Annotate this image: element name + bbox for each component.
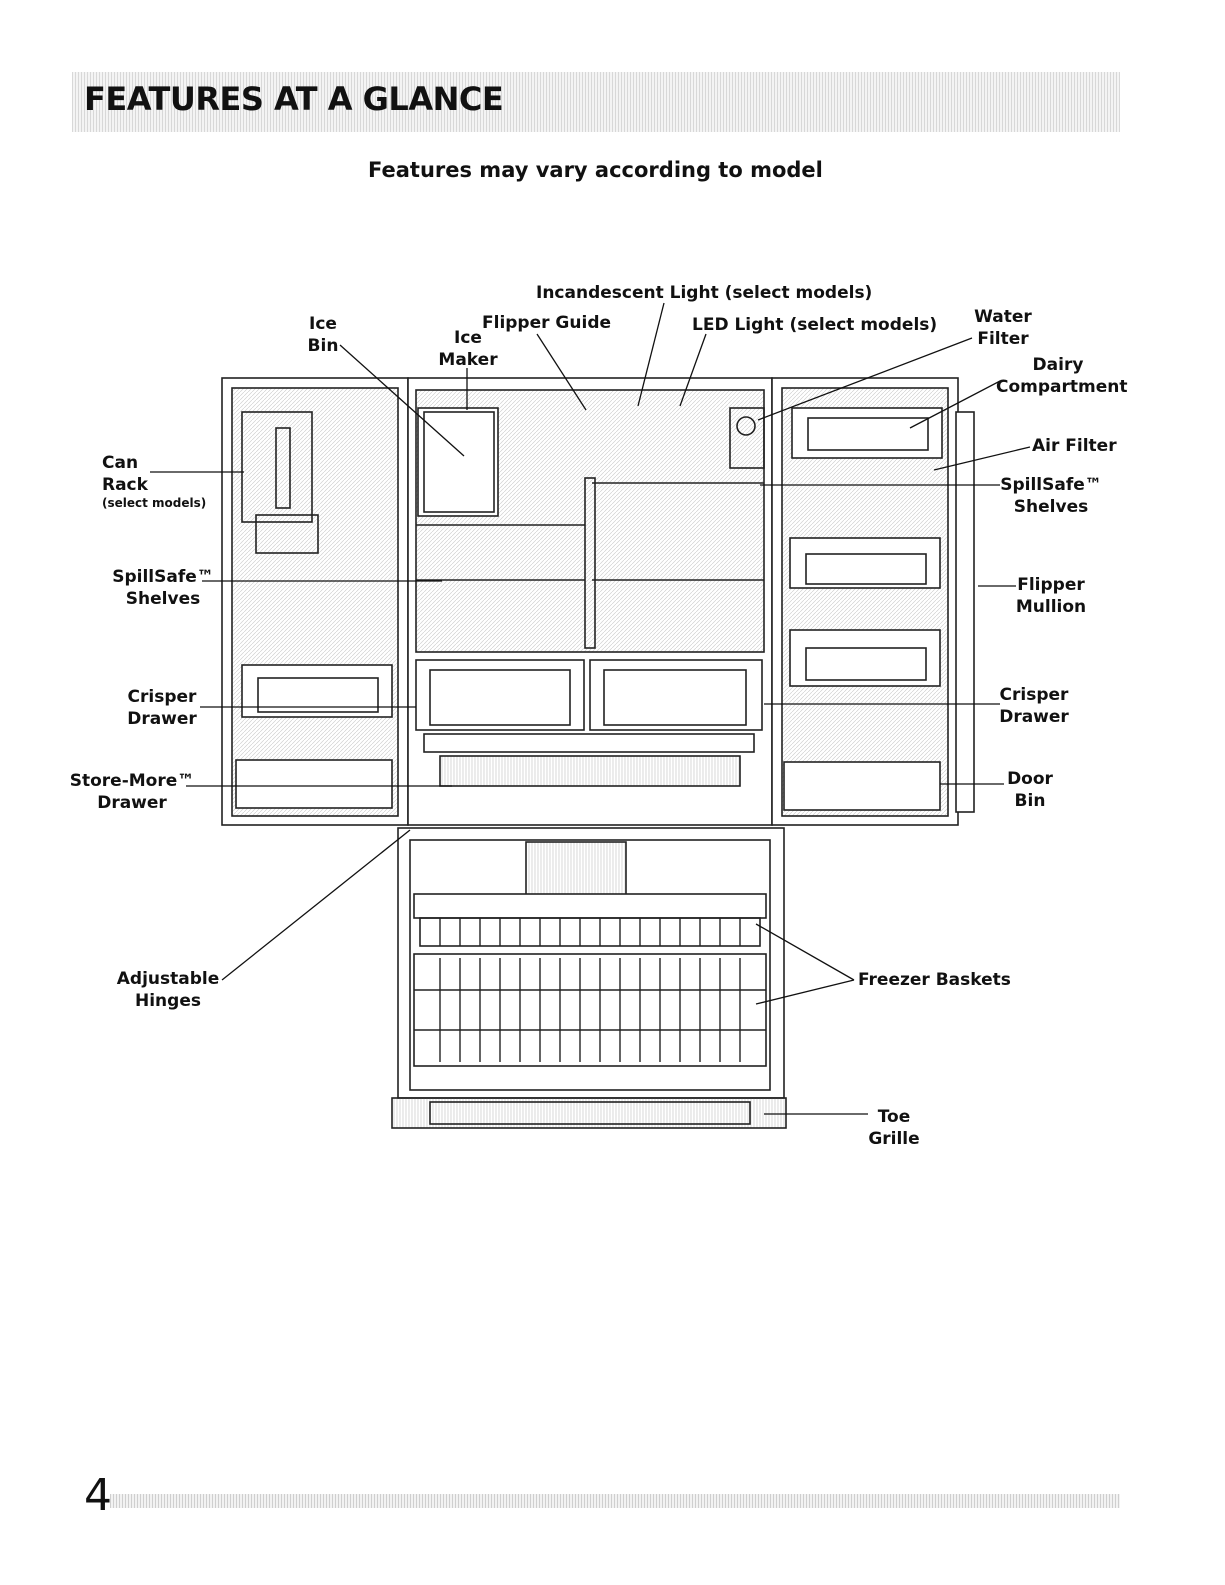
store-more-line1: Store-More™ <box>69 771 195 791</box>
door-bin-line1: Door <box>1007 769 1053 789</box>
page-number: 4 <box>84 1470 112 1521</box>
crisper-left-line2: Drawer <box>127 709 197 729</box>
footer-bar <box>110 1494 1120 1508</box>
water-filter-label-line2: Filter <box>977 329 1029 349</box>
toe-grille-line2: Grille <box>868 1129 920 1149</box>
left-door <box>221 377 409 826</box>
freezer-basket-grid <box>414 918 766 1062</box>
store-more-drawer-label: Store-More™ Drawer <box>66 770 198 814</box>
led-light-label: LED Light (select models) <box>692 315 938 335</box>
flipper-mullion-label: Flipper Mullion <box>1012 574 1090 618</box>
store-more-line2: Drawer <box>97 793 167 813</box>
ice-maker-label-line2: Maker <box>438 350 498 370</box>
dairy-compartment-label: Dairy Compartment <box>996 354 1128 398</box>
adjustable-hinges-label: Adjustable Hinges <box>114 968 222 1012</box>
toe-grille-label: Toe Grille <box>866 1106 922 1150</box>
water-filter-label: Water Filter <box>970 306 1036 350</box>
ice-maker-label-line1: Ice <box>454 328 482 348</box>
spillsafe-left-line2: Shelves <box>125 589 201 609</box>
flipper-mullion-line2: Mullion <box>1015 597 1087 617</box>
crisper-right-line1: Crisper <box>999 685 1069 705</box>
toe-grille-line1: Toe <box>877 1107 911 1127</box>
door-bin-label: Door Bin <box>1002 768 1058 812</box>
dairy-compartment-label-line1: Dairy <box>1032 355 1084 375</box>
page-subtitle: Features may vary according to model <box>368 158 823 182</box>
spillsafe-shelves-left-label: SpillSafe™ Shelves <box>110 566 216 610</box>
ice-bin-label-line1: Ice <box>309 314 337 334</box>
spillsafe-right-line1: SpillSafe™ <box>1000 475 1102 495</box>
spillsafe-shelves-right-label: SpillSafe™ Shelves <box>998 474 1104 518</box>
spillsafe-right-line2: Shelves <box>1013 497 1089 517</box>
header-bar <box>72 72 1120 132</box>
crisper-right-line2: Drawer <box>999 707 1069 727</box>
incandescent-light-label: Incandescent Light (select models) <box>536 283 873 303</box>
freezer-baskets-label: Freezer Baskets <box>858 970 1011 990</box>
spillsafe-left-line1: SpillSafe™ <box>112 567 214 587</box>
ice-bin-label-line2: Bin <box>307 336 339 356</box>
ice-bin-label: Ice Bin <box>306 313 340 357</box>
freezer-compartment <box>391 827 787 1129</box>
flipper-mullion-line1: Flipper <box>1017 575 1085 595</box>
can-rack-label: Can Rack (select models) <box>102 452 206 511</box>
fresh-food-compartment <box>407 377 773 826</box>
crisper-drawer-right-label: Crisper Drawer <box>996 684 1072 728</box>
flipper-guide-label: Flipper Guide <box>482 313 612 333</box>
crisper-left-line1: Crisper <box>127 687 197 707</box>
door-bin-line2: Bin <box>1014 791 1046 811</box>
right-door <box>771 377 975 826</box>
can-rack-note: (select models) <box>102 496 207 510</box>
adjustable-hinges-line2: Hinges <box>135 991 201 1011</box>
crisper-drawer-left-label: Crisper Drawer <box>124 686 200 730</box>
air-filter-label: Air Filter <box>1032 436 1117 456</box>
leader-lines <box>150 302 1031 1115</box>
can-rack-label-line1: Can <box>102 453 139 473</box>
water-filter-label-line1: Water <box>974 307 1032 327</box>
dairy-compartment-label-line2: Compartment <box>996 377 1128 397</box>
adjustable-hinges-line1: Adjustable <box>116 969 220 989</box>
can-rack-label-line2: Rack <box>102 475 148 495</box>
page-title: FEATURES AT A GLANCE <box>84 80 504 118</box>
ice-maker-label: Ice Maker <box>438 327 498 371</box>
